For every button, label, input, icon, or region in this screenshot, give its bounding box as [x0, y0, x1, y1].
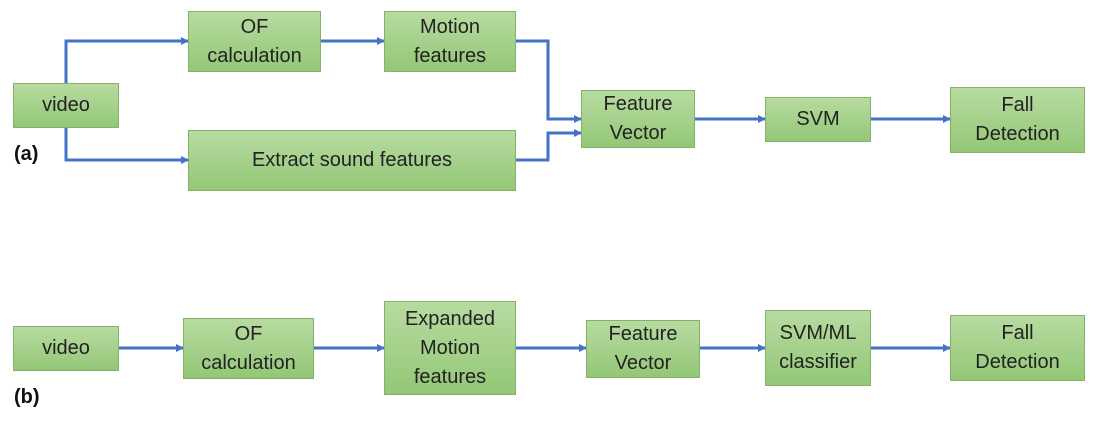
b-video-box: video — [13, 326, 119, 371]
a-svm-box: SVM — [765, 97, 871, 142]
a-feature-vector-box: Feature Vector — [581, 90, 695, 148]
b-svm-ml-box: SVM/ML classifier — [765, 310, 871, 386]
a-video-box: video — [13, 83, 119, 128]
a-of-calculation-box: OF calculation — [188, 11, 321, 72]
a-fall-detection-box: Fall Detection — [950, 87, 1085, 153]
a-extract-sound-box: Extract sound features — [188, 130, 516, 191]
arrow-a-video-to-of — [64, 37, 189, 83]
panel-b-label: (b) — [14, 386, 40, 408]
arrow-a-video-to-sound — [64, 128, 189, 164]
b-feature-vector-box: Feature Vector — [586, 320, 700, 378]
b-of-calculation-box: OF calculation — [183, 318, 314, 379]
arrow-a-motion-to-vector — [516, 39, 582, 123]
b-fall-detection-box: Fall Detection — [950, 315, 1085, 381]
panel-a-label: (a) — [14, 143, 39, 165]
arrow-a-sound-to-vector — [516, 129, 582, 162]
a-motion-features-box: Motion features — [384, 11, 516, 72]
b-expanded-motion-box: Expanded Motion features — [384, 301, 516, 395]
